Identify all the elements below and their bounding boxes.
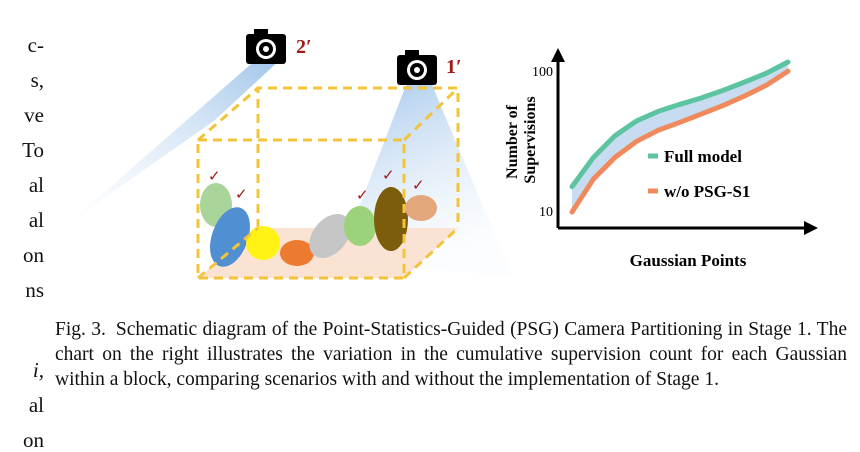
- series-wo-psg-s1-line: [569, 68, 791, 215]
- left-fragment: on: [23, 428, 44, 452]
- gaussian-yellow: [246, 226, 280, 260]
- figure-caption: Fig. 3.Schematic diagram of the Point-St…: [55, 317, 847, 392]
- left-fragment: ns: [25, 278, 44, 302]
- series-full-model-line: [569, 59, 791, 190]
- camera-2-label: 2′: [296, 36, 312, 58]
- caption-text: Schematic diagram of the Point-Statistic…: [55, 319, 847, 390]
- figure-3: ✓ ✓ ✓ ✓ ✓ 2′ 1′ 100 10: [70, 29, 818, 280]
- check-mark-icon: ✓: [382, 166, 395, 184]
- x-axis-arrow: [804, 221, 818, 235]
- left-fragment: al: [28, 208, 44, 232]
- y-axis-label: Number of Supervisions: [504, 96, 539, 183]
- gaussian-gray: [309, 213, 351, 259]
- gaussian-blue: [210, 207, 250, 267]
- check-mark-icon: ✓: [208, 167, 221, 185]
- gaussian-objects: [200, 183, 437, 267]
- y-axis-label-line-1: Number of: [504, 104, 521, 179]
- left-fragment: c-: [27, 33, 44, 57]
- camera-1-label: 1′: [446, 56, 462, 78]
- legend: Full model w/o PSG-S1: [648, 147, 750, 201]
- legend-label-full-model: Full model: [664, 147, 742, 166]
- check-mark-icon: ✓: [356, 186, 369, 204]
- supervision-chart: 100 10 Number of Supervisions Gaussian P…: [504, 48, 818, 270]
- y-axis-arrow: [551, 48, 565, 62]
- legend-label-wo-psg-s1: w/o PSG-S1: [664, 182, 750, 201]
- check-mark-icon: ✓: [412, 176, 425, 194]
- camera-2-beam: [70, 58, 282, 222]
- gaussian-green-right: [344, 206, 376, 246]
- left-column-text: c- s, ve To al al on ns i, al on: [0, 0, 48, 452]
- camera-2-icon: [246, 29, 286, 64]
- caption-label: Fig. 3.: [55, 319, 106, 340]
- gaussian-brown: [374, 187, 408, 251]
- left-fragment: To: [22, 138, 44, 162]
- check-mark-icon: ✓: [235, 185, 248, 203]
- gaussian-orange: [280, 240, 314, 266]
- y-tick-label: 10: [539, 205, 553, 220]
- gaussian-peach: [405, 195, 437, 221]
- left-fragment: i,: [32, 358, 44, 382]
- left-fragment: al: [28, 173, 44, 197]
- y-axis-label-line-2: Supervisions: [522, 96, 539, 183]
- left-fragment: al: [28, 393, 44, 417]
- camera-1-icon: [397, 50, 437, 85]
- left-fragment: s,: [30, 68, 44, 92]
- left-fragment: ve: [24, 103, 44, 127]
- left-fragment: on: [23, 243, 44, 267]
- block-box-front: [196, 86, 460, 280]
- y-tick-label: 100: [532, 65, 553, 80]
- x-axis-label: Gaussian Points: [630, 251, 747, 270]
- block-box-back: [256, 86, 460, 228]
